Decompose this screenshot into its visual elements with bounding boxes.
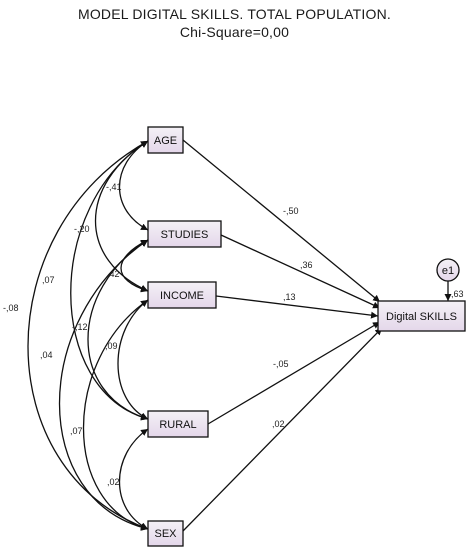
node-error: e1 <box>436 258 460 282</box>
corr-income-rural: ,09 <box>105 341 118 351</box>
node-studies: STUDIES <box>147 220 222 248</box>
cov-age-income <box>94 140 149 292</box>
cov-rural-sex <box>118 428 149 530</box>
corr-age-sex: -,08 <box>3 303 19 313</box>
diagram-subtitle: Chi-Square=0,00 <box>179 24 290 40</box>
cov-income-sex <box>83 299 149 531</box>
cov-age-sex <box>27 140 149 530</box>
cov-age-rural <box>70 140 149 421</box>
corr-rural-sex: ,02 <box>107 477 120 487</box>
coef-error-outcome: ,63 <box>451 289 464 299</box>
cov-income-rural <box>117 299 149 420</box>
cov-studies-rural <box>87 239 149 421</box>
node-outcome: Digital SKILLS <box>377 300 466 332</box>
corr-age-studies: -,41 <box>106 182 122 192</box>
node-rural-label: RURAL <box>159 419 196 431</box>
corr-age-rural: ,07 <box>42 275 55 285</box>
cov-studies-income <box>120 239 149 293</box>
cov-studies-sex <box>58 239 149 531</box>
node-rural: RURAL <box>147 410 209 438</box>
corr-studies-income: ,42 <box>107 269 120 279</box>
diagram-title: MODEL DIGITAL SKILLS. TOTAL POPULATION. <box>77 6 392 22</box>
corr-income-sex: ,07 <box>70 426 83 436</box>
node-age: AGE <box>147 126 184 154</box>
corr-studies-sex: ,04 <box>40 350 53 360</box>
node-income: INCOME <box>147 281 217 309</box>
path-income-outcome <box>215 295 379 319</box>
node-income-label: INCOME <box>160 290 204 302</box>
node-sex: SEX <box>147 520 184 547</box>
node-age-label: AGE <box>154 135 177 147</box>
corr-age-income: -,20 <box>74 224 90 234</box>
node-studies-label: STUDIES <box>161 229 209 241</box>
cov-age-studies <box>118 140 149 231</box>
coef-sex-outcome: ,02 <box>272 419 285 429</box>
path-rural-outcome <box>207 321 381 425</box>
coef-studies-outcome: ,36 <box>300 260 313 270</box>
coef-rural-outcome: -,05 <box>273 359 289 369</box>
path-studies-outcome <box>220 234 381 309</box>
node-outcome-label: Digital SKILLS <box>386 311 457 323</box>
corr-studies-rural: -,12 <box>72 322 88 332</box>
node-sex-label: SEX <box>154 528 177 540</box>
path-sex-outcome <box>182 327 383 532</box>
coef-age-outcome: -,50 <box>283 206 299 216</box>
coef-income-outcome: ,13 <box>283 292 296 302</box>
node-error-label: e1 <box>442 265 454 277</box>
path-age-outcome <box>182 139 381 303</box>
